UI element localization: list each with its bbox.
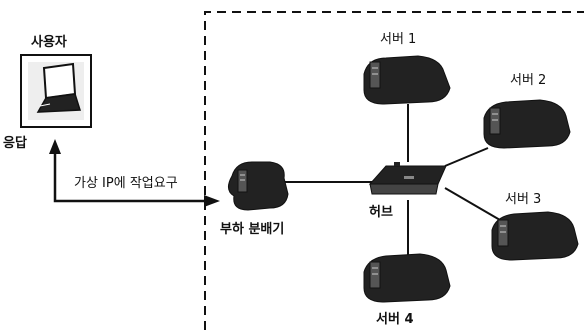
server-4-icon	[363, 253, 451, 303]
request-label: 가상 IP에 작업요구	[74, 176, 178, 191]
server-1-label: 서버 1	[380, 32, 417, 47]
load-balancer-icon	[228, 161, 289, 211]
cluster-boundary	[204, 11, 584, 330]
server-2-label: 서버 2	[510, 73, 547, 88]
response-label: 응답	[3, 136, 27, 151]
hub-label: 허브	[369, 205, 393, 220]
server-3-icon	[491, 211, 579, 261]
request-response-arrow	[49, 139, 220, 207]
server-2-icon	[483, 99, 571, 149]
server-3-label: 서버 3	[505, 192, 542, 207]
laptop-icon	[20, 54, 92, 128]
network-links	[280, 104, 501, 262]
load-balancer-label: 부하 분배기	[220, 222, 285, 237]
server-1-icon	[363, 55, 451, 105]
hub-icon	[368, 162, 447, 195]
server-4-label: 서버 4	[376, 312, 414, 327]
user-label: 사용자	[31, 35, 67, 50]
